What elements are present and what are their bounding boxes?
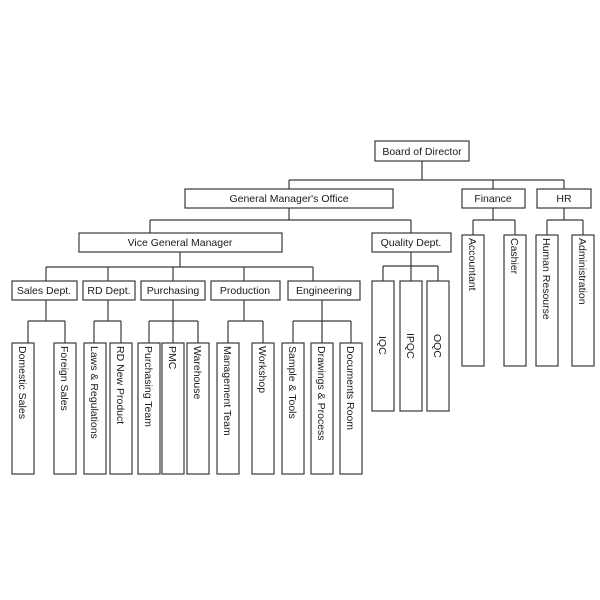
svg-text:Quality Dept.: Quality Dept. [381, 237, 442, 249]
management-team-node: Management Team [216, 342, 240, 475]
svg-text:Domestic Sales: Domestic Sales [16, 346, 28, 419]
svg-text:PMC: PMC [166, 346, 178, 370]
rd-new-product-node: RD New Product [109, 342, 133, 475]
purchasing-node: Purchasing [140, 280, 206, 301]
finance-node: Finance [461, 188, 526, 209]
svg-text:HR: HR [556, 193, 572, 205]
svg-text:Foreign Sales: Foreign Sales [58, 346, 70, 411]
engineering-node: Engineering [287, 280, 361, 301]
general-managers-office-node: General Manager's Office [184, 188, 394, 209]
svg-text:Drawings & Process: Drawings & Process [315, 346, 327, 441]
vice-general-manager-node: Vice General Manager [78, 232, 283, 253]
svg-text:Vice General Manager: Vice General Manager [128, 237, 233, 249]
sales-dept-node: Sales Dept. [11, 280, 78, 301]
cashier-node: Cashier [503, 234, 527, 367]
svg-text:Human Resourse: Human Resourse [540, 238, 552, 320]
svg-text:RD New Product: RD New Product [114, 346, 126, 424]
svg-text:Finance: Finance [474, 193, 512, 205]
pmc-node: PMC [161, 342, 185, 475]
administration-node: Administration [571, 234, 595, 367]
svg-text:OQC: OQC [431, 334, 443, 358]
documents-room-node: Documents Room [339, 342, 363, 475]
workshop-node: Workshop [251, 342, 275, 475]
svg-text:General Manager's Office: General Manager's Office [229, 193, 348, 205]
svg-text:Purchasing Team: Purchasing Team [142, 346, 154, 427]
sample-tools-node: Sample & Tools [281, 342, 305, 475]
svg-text:Administration: Administration [576, 238, 588, 305]
purchasing-team-node: Purchasing Team [137, 342, 161, 475]
svg-text:Accountant: Accountant [466, 238, 478, 291]
svg-text:Sample & Tools: Sample & Tools [286, 346, 298, 419]
svg-text:Laws & Regulations: Laws & Regulations [88, 346, 100, 439]
quality-dept-node: Quality Dept. [371, 232, 452, 253]
foreign-sales-node: Foreign Sales [53, 342, 77, 475]
svg-text:RD Dept.: RD Dept. [87, 285, 130, 297]
domestic-sales-node: Domestic Sales [11, 342, 35, 475]
svg-text:Cashier: Cashier [508, 238, 520, 275]
iqc-node: IQC [371, 280, 395, 412]
hr-node: HR [536, 188, 592, 209]
connector-lines [27, 161, 584, 343]
oqc-node: OQC [426, 280, 450, 412]
human-resourse-node: Human Resourse [535, 234, 559, 367]
svg-text:Warehouse: Warehouse [191, 346, 203, 399]
svg-text:Sales Dept.: Sales Dept. [17, 285, 71, 297]
svg-text:Management Team: Management Team [221, 346, 233, 436]
svg-text:Documents Room: Documents Room [344, 346, 356, 430]
board-of-director-node: Board of Director [374, 140, 470, 162]
drawings-process-node: Drawings & Process [310, 342, 334, 475]
production-node: Production [210, 280, 281, 301]
ipqc-node: IPQC [399, 280, 423, 412]
svg-text:Workshop: Workshop [256, 346, 268, 393]
warehouse-node: Warehouse [186, 342, 210, 475]
svg-text:IPQC: IPQC [404, 333, 416, 359]
accountant-node: Accountant [461, 234, 485, 367]
svg-text:Board of Director: Board of Director [382, 146, 462, 158]
svg-text:Engineering: Engineering [296, 285, 352, 297]
svg-text:IQC: IQC [376, 336, 388, 355]
svg-text:Purchasing: Purchasing [147, 285, 200, 297]
rd-dept-node: RD Dept. [82, 280, 136, 301]
svg-text:Production: Production [220, 285, 270, 297]
laws-regulations-node: Laws & Regulations [83, 342, 107, 475]
